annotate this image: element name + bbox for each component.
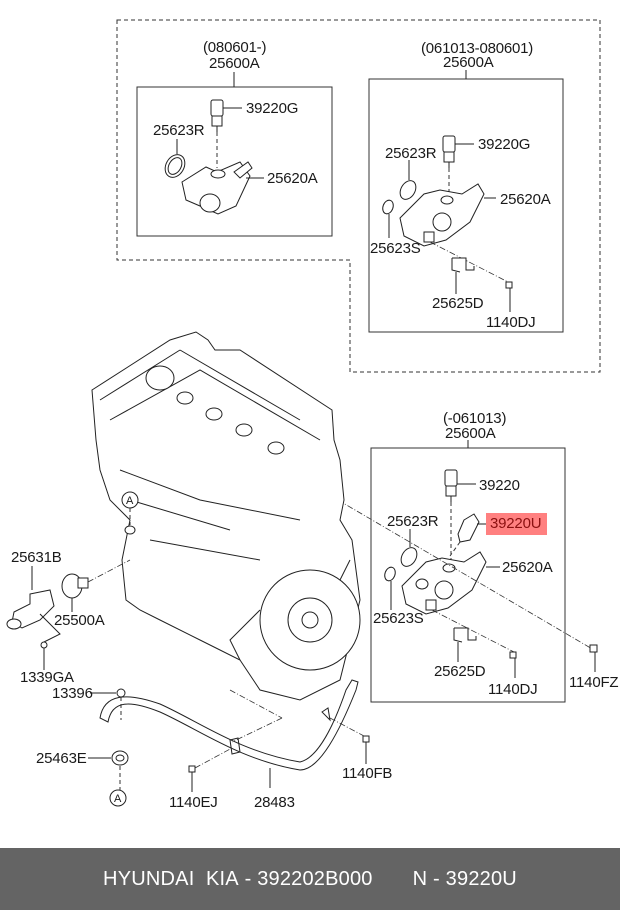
gasket-25463E bbox=[88, 750, 129, 790]
thermostat-25500A bbox=[61, 559, 131, 612]
g2-callout-25623S[interactable]: 25623S bbox=[370, 240, 421, 257]
g3-callout-39220[interactable]: 39220 bbox=[479, 477, 520, 494]
parts-diagram: (080601-) 25600A 39220G 25623R 25620A (0… bbox=[6, 19, 619, 811]
footer-oem-number: 392202B000 bbox=[257, 867, 373, 890]
g2-callout-39220G[interactable]: 39220G bbox=[478, 136, 531, 153]
g1-assembly-label[interactable]: 25600A bbox=[209, 55, 260, 72]
nut-1339GA bbox=[40, 641, 48, 670]
g2-date-range: (061013-080601) bbox=[421, 40, 534, 57]
footer-separator: - bbox=[238, 867, 258, 890]
g3-housing-25620A bbox=[401, 551, 500, 615]
g3-callout-39220U-highlighted[interactable]: 39220U bbox=[486, 513, 548, 535]
g2-callout-1140DJ[interactable]: 1140DJ bbox=[486, 314, 536, 331]
g3-callout-25623R[interactable]: 25623R bbox=[387, 513, 439, 530]
callout-25631B[interactable]: 25631B bbox=[11, 549, 62, 566]
g1-callout-25623R[interactable]: 25623R bbox=[153, 122, 205, 139]
g1-date-range: (080601-) bbox=[203, 39, 267, 56]
bolt-1140EJ bbox=[188, 747, 233, 792]
g3-callout-25625D[interactable]: 25625D bbox=[434, 663, 486, 680]
g3-oring-25623R bbox=[400, 529, 418, 567]
engine-block-drawing bbox=[91, 331, 361, 701]
g1-oring-25623R bbox=[164, 139, 186, 178]
g2-housing-25620A bbox=[399, 183, 496, 247]
g3-callout-25620A[interactable]: 25620A bbox=[502, 559, 553, 576]
part-number-footer: HYUNDAI KIA - 392202B000 N - 39220U bbox=[0, 848, 620, 910]
g3-assembly-label[interactable]: 25600A bbox=[445, 425, 496, 442]
g2-callout-25623R[interactable]: 25623R bbox=[385, 145, 437, 162]
marker-a-engine-label: A bbox=[126, 495, 134, 507]
outlet-25631B bbox=[6, 566, 61, 643]
g3-date-range: (-061013) bbox=[443, 410, 507, 427]
callout-1140FB[interactable]: 1140FB bbox=[342, 765, 393, 782]
footer-brand: HYUNDAI KIA bbox=[103, 867, 239, 890]
diagram-drawing bbox=[6, 19, 601, 807]
callout-1140EJ[interactable]: 1140EJ bbox=[169, 794, 218, 811]
g1-callout-25620A[interactable]: 25620A bbox=[267, 170, 318, 187]
g1-callout-39220G[interactable]: 39220G bbox=[246, 100, 299, 117]
callout-25500A[interactable]: 25500A bbox=[54, 612, 105, 629]
marker-a-bottom bbox=[109, 789, 127, 807]
callout-28483[interactable]: 28483 bbox=[254, 794, 295, 811]
g3-bracket-25625D bbox=[453, 627, 477, 662]
g3-oring-25623S bbox=[384, 566, 396, 610]
callout-1339GA[interactable]: 1339GA bbox=[20, 669, 74, 686]
footer-ref-prefix: N bbox=[412, 867, 428, 890]
g2-sensor-39220G bbox=[442, 135, 474, 168]
g2-oring-25623R bbox=[399, 160, 417, 200]
g2-bolt-1140DJ bbox=[505, 281, 513, 312]
marker-a-engine bbox=[121, 491, 139, 535]
g3-bolt-1140DJ bbox=[509, 651, 517, 678]
footer-ref-number: 39220U bbox=[445, 867, 517, 890]
g2-callout-25625D[interactable]: 25625D bbox=[432, 295, 484, 312]
callout-1140FZ[interactable]: 1140FZ bbox=[569, 674, 619, 691]
bolt-1140FZ bbox=[589, 644, 598, 672]
g1-sensor-39220G bbox=[210, 99, 242, 132]
g3-callout-25623S[interactable]: 25623S bbox=[373, 610, 424, 627]
callout-25463E[interactable]: 25463E bbox=[36, 750, 87, 767]
footer-separator-2: - bbox=[427, 867, 446, 890]
group-1-box bbox=[136, 86, 333, 237]
pipe-28483 bbox=[99, 679, 359, 788]
g3-callout-1140DJ[interactable]: 1140DJ bbox=[488, 681, 538, 698]
g3-sensor-39220 bbox=[444, 469, 476, 502]
g2-oring-25623S bbox=[382, 199, 394, 238]
g2-callout-25620A[interactable]: 25620A bbox=[500, 191, 551, 208]
g1-housing-25620A bbox=[181, 161, 264, 215]
marker-a-bottom-label: A bbox=[114, 793, 122, 805]
nut-13396 bbox=[90, 688, 126, 720]
group-outline-dashed bbox=[116, 19, 601, 373]
callout-13396[interactable]: 13396 bbox=[52, 685, 93, 702]
g2-assembly-label[interactable]: 25600A bbox=[443, 54, 494, 71]
g2-bracket-25625D bbox=[451, 257, 475, 294]
bolt-1140FB bbox=[329, 717, 370, 764]
